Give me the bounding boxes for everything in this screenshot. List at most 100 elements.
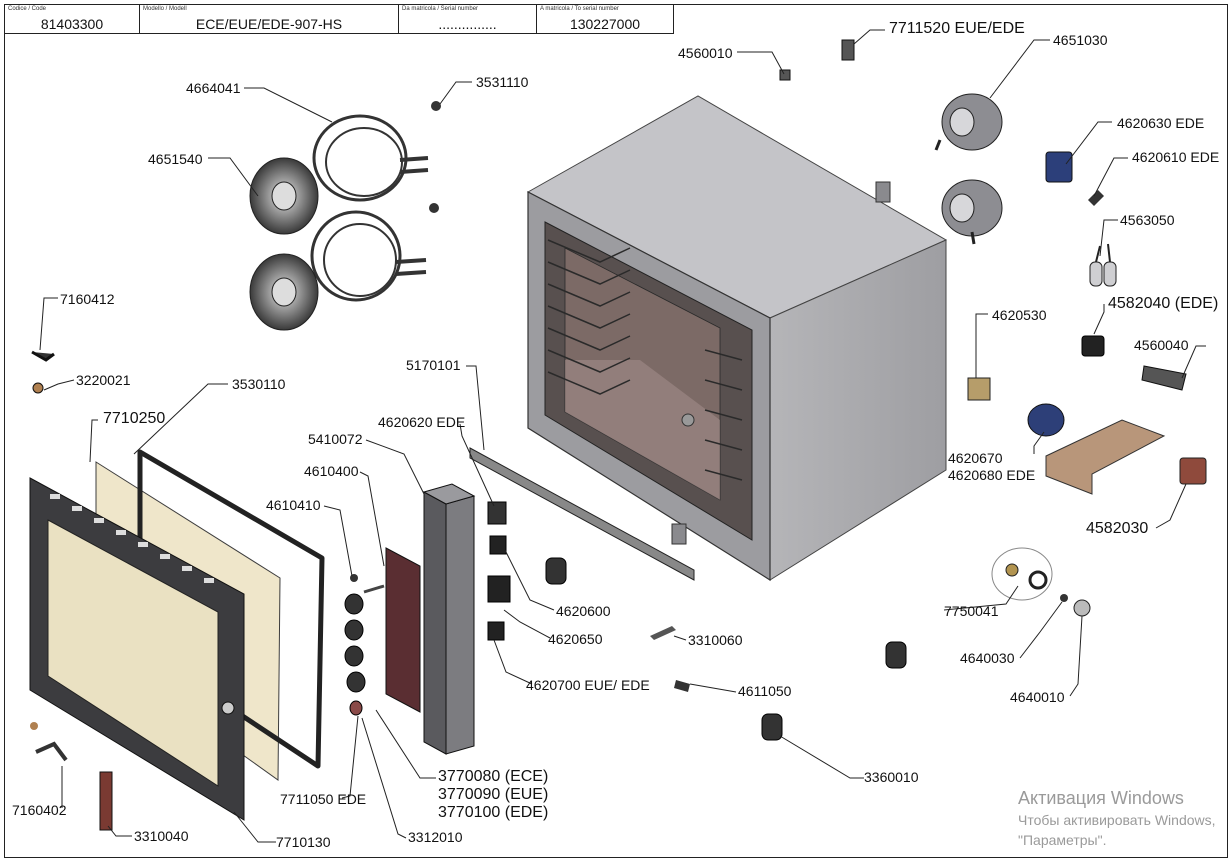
part-label-3220021: 3220021 (76, 372, 131, 388)
model-caption: Modello / Modell (143, 6, 187, 12)
part-label-3360010: 3360010 (864, 769, 919, 785)
control-panel-overlay (385, 547, 421, 713)
part-label-4620530: 4620530 (992, 307, 1047, 323)
part-label-4620600: 4620600 (556, 603, 611, 619)
part-label-7160412: 7160412 (60, 291, 115, 307)
motor-upper (934, 93, 1003, 151)
part-label-4640030: 4640030 (960, 650, 1015, 666)
windows-activation-text: Чтобы активировать Windows, (1018, 812, 1216, 828)
part-label-4651540: 4651540 (148, 151, 203, 167)
pressure-switch-part (1045, 151, 1073, 183)
capacitor-part (1089, 243, 1117, 287)
part-label-4620650: 4620650 (548, 631, 603, 647)
bushing-hinge-part (32, 382, 44, 394)
code-field: Codice / Code 81403300 (4, 4, 140, 34)
fan-wheel-lower (249, 253, 319, 331)
control-board-part (1045, 419, 1166, 495)
switch-part (487, 501, 507, 525)
part-label-4620680: 4620680 EDE (948, 467, 1036, 483)
part-label-4664041: 4664041 (186, 80, 241, 96)
motor-lower (941, 179, 1003, 245)
windows-activation-settings: "Параметры". (1018, 832, 1107, 848)
lamp-part (650, 626, 676, 640)
oven-body (526, 95, 948, 582)
handle-part (99, 771, 113, 831)
door-switch-part (674, 680, 690, 692)
foot-part-3 (761, 713, 783, 741)
part-label-4620620: 4620620 EDE (378, 414, 466, 430)
part-label-4560010: 4560010 (678, 45, 733, 61)
screw-4610410 (350, 574, 358, 582)
foot-part (545, 557, 567, 585)
part-label-3310060: 3310060 (688, 632, 743, 648)
relay-box-part (487, 575, 511, 603)
windows-activation-title: Активация Windows (1018, 788, 1184, 808)
from-serial-caption: Da matricola / Serial number (402, 6, 479, 12)
part-label-5410072: 5410072 (308, 431, 363, 447)
thermostat-part (967, 377, 991, 401)
timer-part (487, 621, 505, 641)
part-label-4610410: 4610410 (266, 497, 321, 513)
to-serial-field: A matricola / To serial number 130227000 (536, 4, 674, 34)
part-label-4563050: 4563050 (1120, 212, 1175, 228)
part-label-4611050: 4611050 (738, 683, 792, 699)
nut-part-2 (429, 203, 439, 213)
part-label-7710130: 7710130 (276, 834, 331, 850)
part-label-4620670: 4620670 (948, 450, 1003, 466)
part-label-7711520: 7711520 EUE/EDE (889, 20, 1025, 37)
part-label-7710250: 7710250 (103, 410, 166, 427)
part-label-4620700: 4620700 EUE/ EDE (526, 677, 650, 693)
control-knobs (344, 593, 366, 716)
heating-element-upper (312, 114, 429, 202)
to-serial-value: 130227000 (569, 16, 641, 32)
control-panel-housing (423, 491, 447, 755)
part-label-4651030: 4651030 (1053, 32, 1108, 48)
part-label-4610400: 4610400 (304, 463, 359, 479)
code-caption: Codice / Code (8, 6, 47, 12)
part-label-4582030: 4582030 (1086, 520, 1149, 537)
fan-wheel-upper (249, 157, 319, 235)
contactor-part (1179, 457, 1207, 485)
to-serial-caption: A matricola / To serial number (540, 6, 619, 12)
part-label-4620610: 4620610 EDE (1132, 149, 1220, 165)
part-label-3770090: 3770090 (EUE) (438, 786, 549, 803)
model-value: ECE/EUE/EDE-907-HS (195, 16, 343, 32)
part-label-4582040: 4582040 (EDE) (1108, 295, 1219, 312)
probe-part (1088, 190, 1104, 206)
part-label-3531110: 3531110 (476, 74, 529, 90)
bushing-part (1005, 563, 1019, 577)
part-label-3770100: 3770100 (EDE) (438, 804, 549, 821)
part-label-4620630: 4620630 EDE (1117, 115, 1205, 131)
relay-part (1081, 335, 1105, 357)
nut-part (431, 101, 441, 111)
screw-small-part (1060, 594, 1068, 602)
part-label-4560040: 4560040 (1134, 337, 1189, 353)
part-label-4640010: 4640010 (1010, 689, 1065, 705)
part-label-7160402: 7160402 (12, 802, 67, 818)
door-assembly (29, 449, 325, 821)
part-label-3770080: 3770080 (ECE) (438, 768, 549, 785)
screw-4610400 (363, 584, 385, 594)
hinge-lower-part (35, 741, 68, 762)
part-label-3310040: 3310040 (134, 828, 189, 844)
gasket-group-outline (991, 547, 1053, 601)
part-label-3312010: 3312010 (408, 829, 463, 845)
terminal-strip-part (1141, 365, 1187, 391)
heating-element-lower (310, 210, 427, 302)
bushing-lower-part (30, 722, 38, 730)
valve-part (1073, 599, 1091, 617)
grommet-part (779, 69, 791, 81)
hinge-upper-part (31, 350, 55, 362)
part-label-7750041: 7750041 (944, 603, 999, 619)
fan-motor-small-part (1027, 403, 1065, 437)
foot-part-2 (885, 641, 907, 669)
from-serial-value: ............... (438, 16, 497, 32)
solenoid-valve-part (841, 39, 855, 61)
selector-part (489, 535, 507, 555)
code-value: 81403300 (40, 16, 104, 32)
part-label-5170101: 5170101 (406, 357, 461, 373)
o-ring-part (1028, 570, 1048, 590)
leader-lines (39, 29, 1206, 843)
